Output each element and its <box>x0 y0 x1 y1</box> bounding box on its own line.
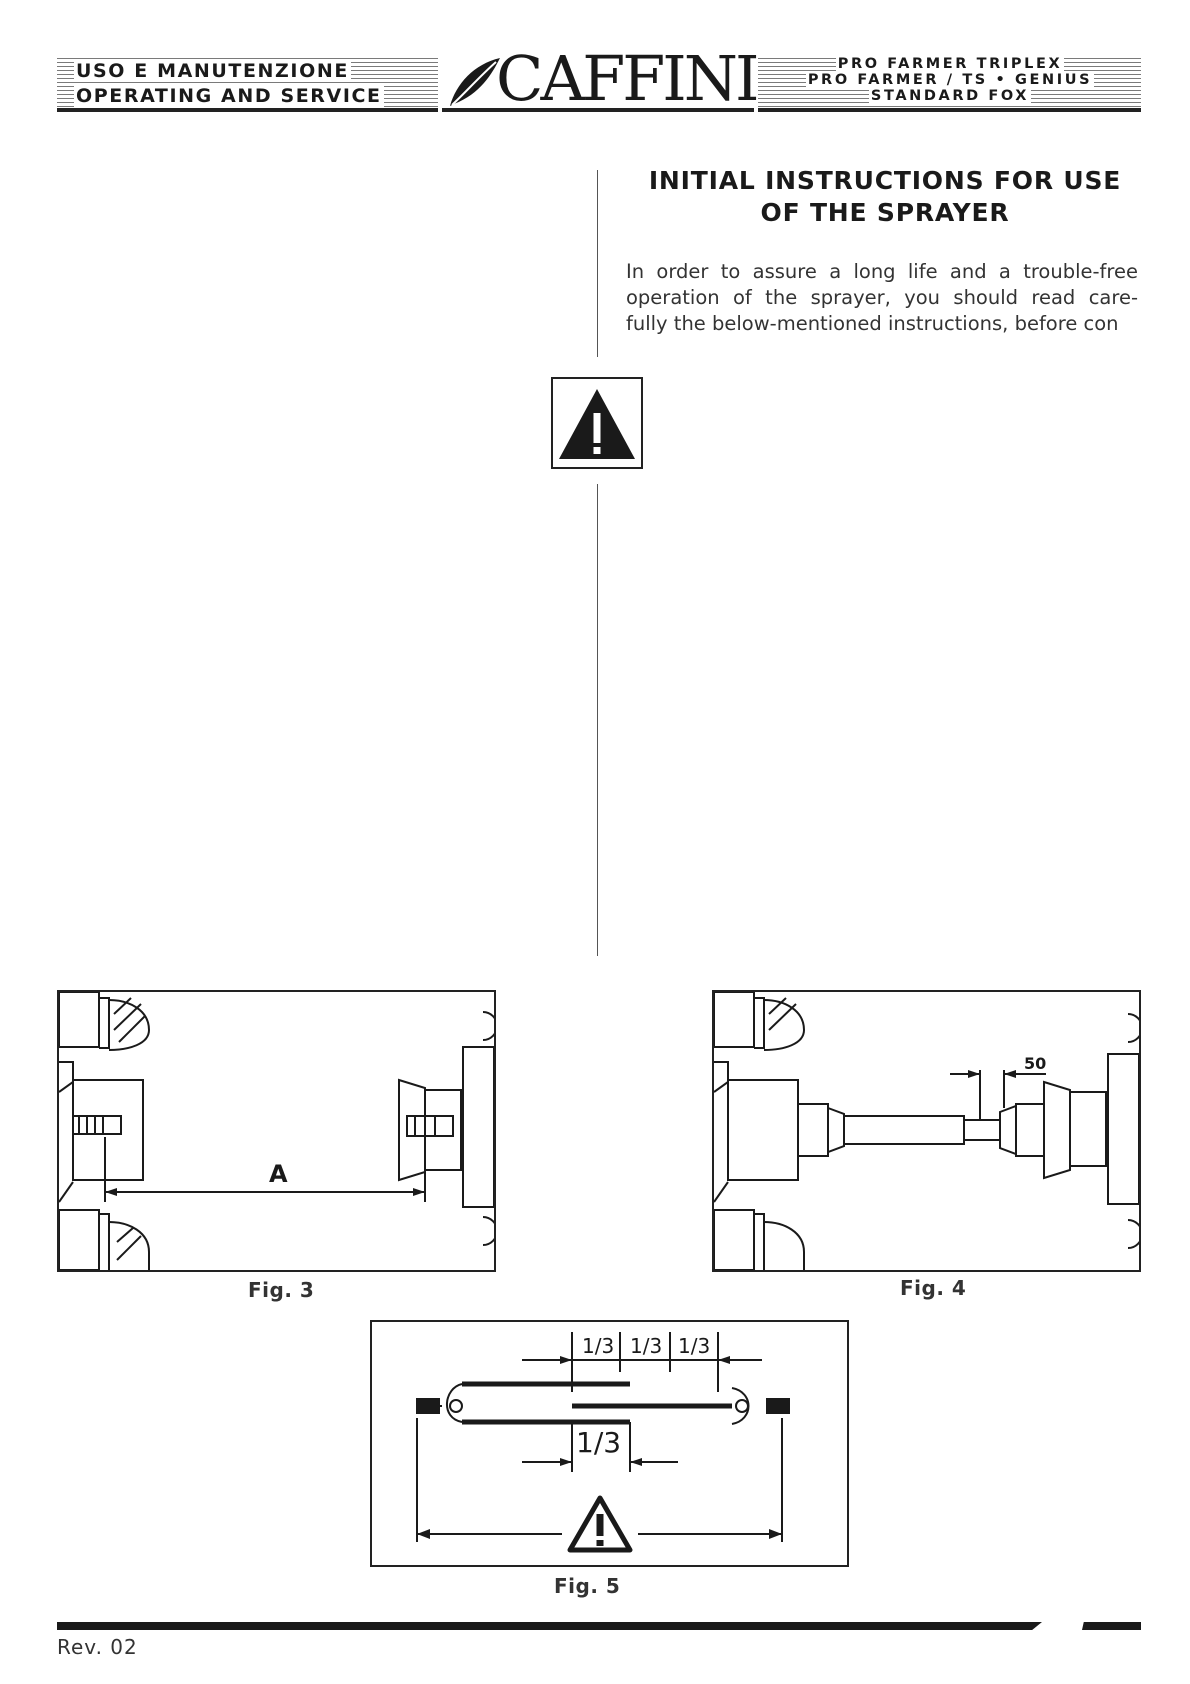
figure-5-caption: Fig. 5 <box>554 1574 621 1598</box>
intro-line1: In order to assure a long life and a tro… <box>626 260 1138 283</box>
header-left-line1: USO E MANUTENZIONE <box>74 60 351 82</box>
intro-line3: fully the below-mentioned instructions, … <box>626 312 1119 335</box>
fig5-overlap-label: 1/3 <box>576 1426 622 1459</box>
column-divider-bottom <box>597 484 598 956</box>
intro-paragraph: In order to assure a long life and a tro… <box>626 259 1138 337</box>
small-warning-icon <box>567 1495 633 1553</box>
figure-5-drawing <box>416 1332 790 1542</box>
intro-line2: operation of the sprayer, you should rea… <box>626 286 1138 309</box>
header-left-line2: OPERATING AND SERVICE <box>74 85 384 107</box>
section-title: INITIAL INSTRUCTIONS FOR USE OF THE SPRA… <box>620 165 1150 229</box>
header-rule-center-bold <box>442 108 754 112</box>
caffini-leaf-logo-icon <box>450 58 500 106</box>
header-manual-title: USO E MANUTENZIONE OPERATING AND SERVICE <box>74 59 384 109</box>
header-right-line2: PRO FARMER / TS • GENIUS <box>805 72 1095 88</box>
fig5-third-3: 1/3 <box>678 1334 711 1358</box>
figure-4-caption: Fig. 4 <box>900 1276 967 1300</box>
header-rule-left-bold <box>57 108 438 112</box>
warning-triangle-icon <box>551 377 643 469</box>
section-title-line2: OF THE SPRAYER <box>760 198 1010 227</box>
figure-3: A <box>57 990 496 1272</box>
footer-rule-tab <box>1082 1622 1141 1630</box>
figure-3-drawing <box>59 992 494 1270</box>
header-right-line1: PRO FARMER TRIPLEX <box>835 56 1065 72</box>
fig5-third-2: 1/3 <box>630 1334 663 1358</box>
fig5-third-1: 1/3 <box>582 1334 615 1358</box>
column-divider-top <box>597 170 598 357</box>
figure-3-caption: Fig. 3 <box>248 1278 315 1302</box>
header-right-line3: STANDARD FOX <box>868 88 1032 104</box>
revision-label: Rev. 02 <box>57 1635 138 1659</box>
figure-5: 1/3 1/3 1/3 1/3 <box>370 1320 849 1567</box>
figure-4: 50 <box>712 990 1141 1272</box>
section-title-line1: INITIAL INSTRUCTIONS FOR USE <box>648 166 1122 195</box>
fig4-dimension-label: 50 <box>1024 1054 1047 1073</box>
footer-rule <box>57 1622 1042 1630</box>
header-rule-right-bold <box>758 108 1141 112</box>
figure-4-drawing <box>714 992 1139 1270</box>
brand-logo: CAFFINI <box>496 42 759 115</box>
header-model-list: PRO FARMER TRIPLEX PRO FARMER / TS • GEN… <box>760 56 1140 104</box>
fig3-label-a: A <box>269 1160 288 1188</box>
